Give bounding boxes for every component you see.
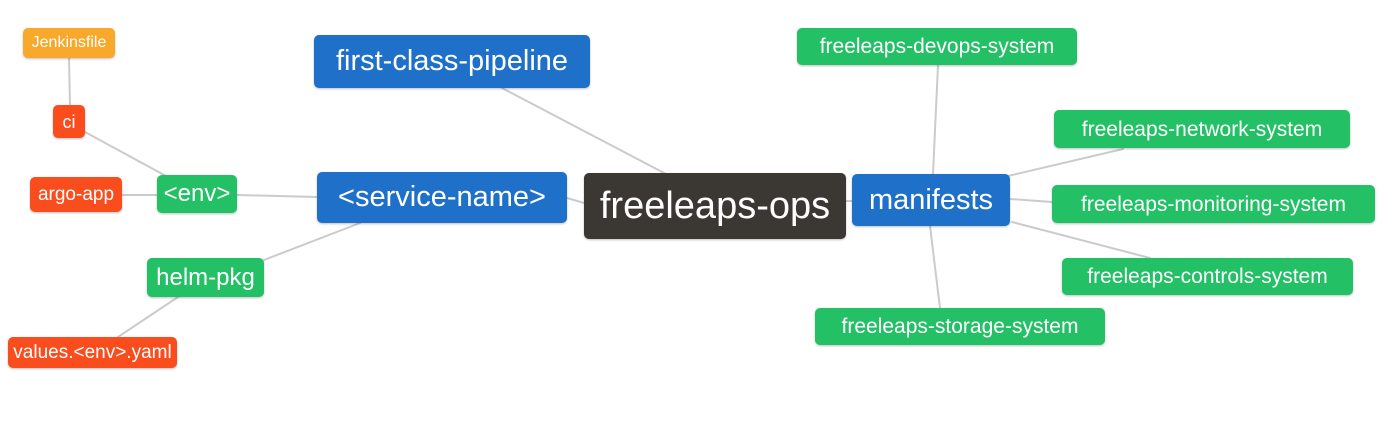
node-freeleaps-monitoring-system[interactable]: freeleaps-monitoring-system xyxy=(1052,185,1375,223)
node-freeleaps-controls-system[interactable]: freeleaps-controls-system xyxy=(1062,258,1353,295)
node-first-class-pipeline[interactable]: first-class-pipeline xyxy=(314,35,590,88)
edge-jenkinsfile-ci xyxy=(68,57,71,106)
edge-manifests-network xyxy=(1007,148,1124,177)
node-argo-app[interactable]: argo-app xyxy=(30,177,122,212)
edge-manifests-devops xyxy=(932,64,939,175)
edge-pipeline-root xyxy=(501,87,667,175)
node-helm-pkg[interactable]: helm-pkg xyxy=(147,258,264,297)
edge-manifests-storage xyxy=(929,225,941,309)
node-ci[interactable]: ci xyxy=(53,105,85,138)
node-manifests[interactable]: manifests xyxy=(852,174,1010,226)
edge-servicename-root xyxy=(566,197,585,204)
node-freeleaps-network-system[interactable]: freeleaps-network-system xyxy=(1054,110,1350,148)
node-env[interactable]: <env> xyxy=(157,175,237,213)
node-values-env-yaml[interactable]: values.<env>.yaml xyxy=(8,337,177,368)
node-freeleaps-devops-system[interactable]: freeleaps-devops-system xyxy=(797,28,1077,65)
edge-helmpkg-servicename xyxy=(263,222,361,261)
edge-manifests-monitoring xyxy=(1009,198,1053,203)
node-service-name[interactable]: <service-name> xyxy=(317,172,567,223)
node-freeleaps-storage-system[interactable]: freeleaps-storage-system xyxy=(815,308,1105,345)
edge-manifests-controls xyxy=(1011,221,1151,259)
edge-values-helmpkg xyxy=(117,296,179,338)
edge-ci-env xyxy=(84,131,167,177)
node-jenkinsfile[interactable]: Jenkinsfile xyxy=(23,28,115,58)
node-freeleaps-ops-root[interactable]: freeleaps-ops xyxy=(584,173,846,239)
edge-env-servicename xyxy=(236,194,318,198)
